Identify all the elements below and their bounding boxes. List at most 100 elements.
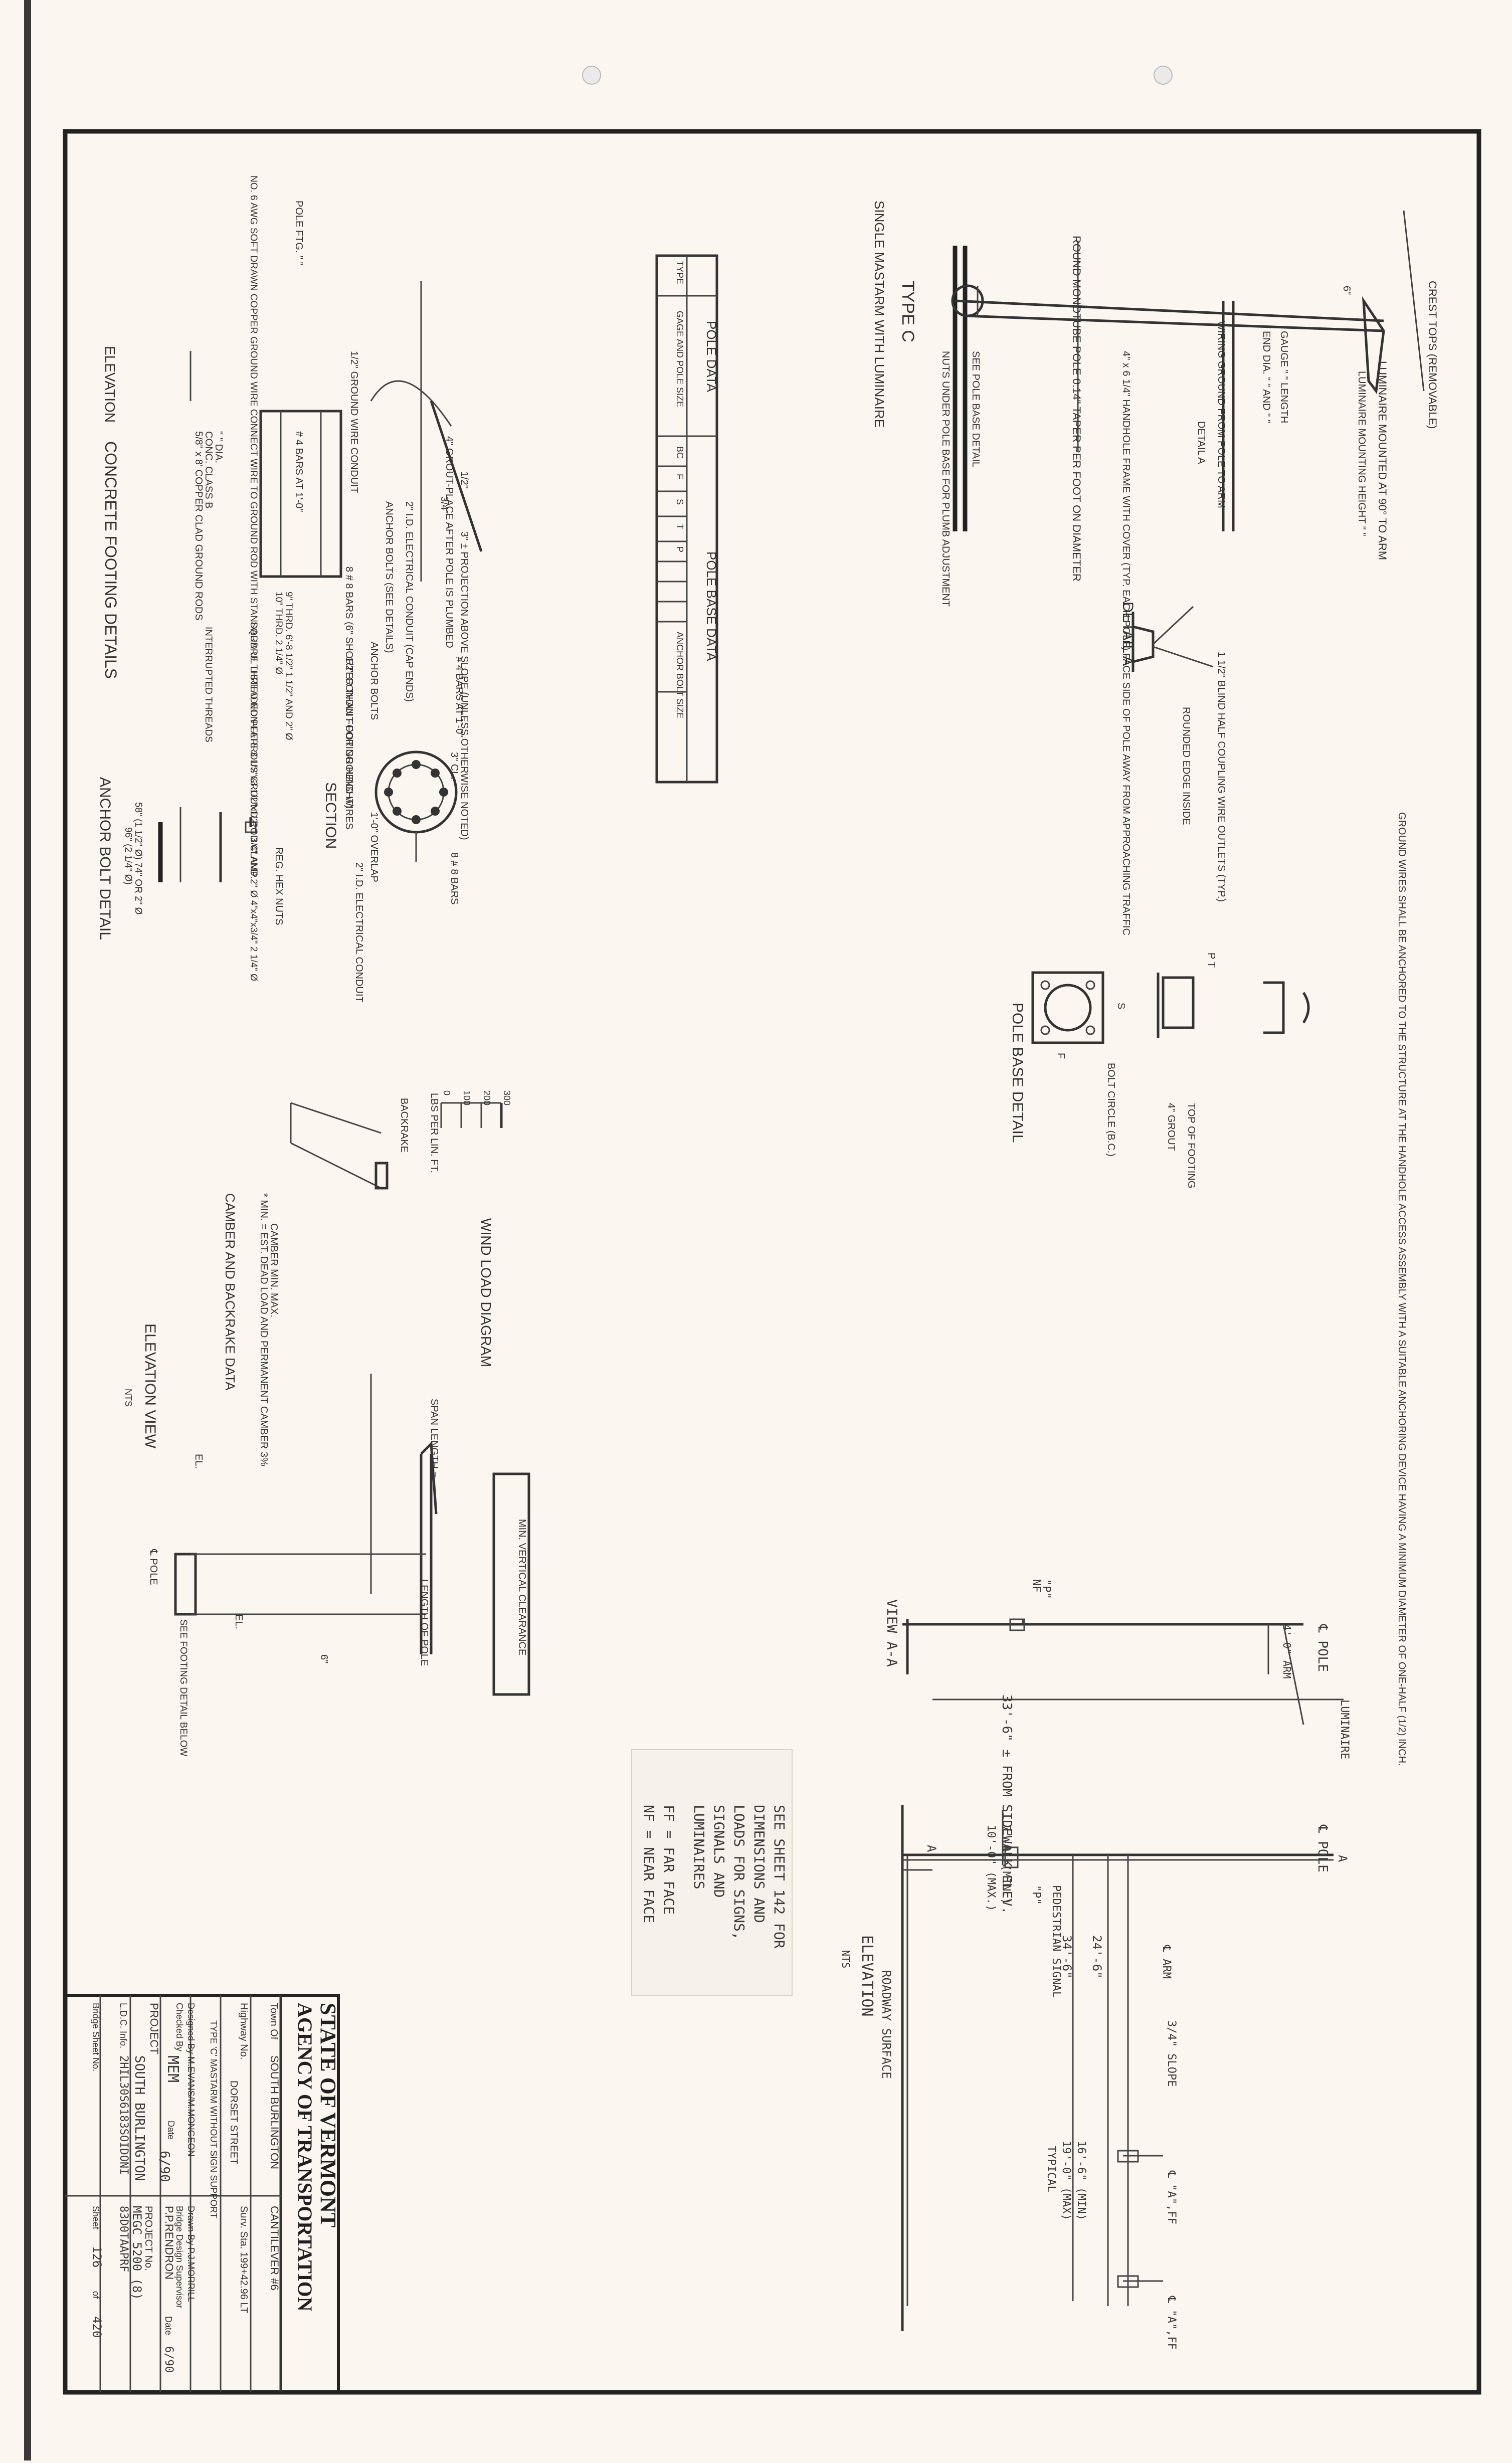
section-marker-a-left: A <box>924 1845 938 1852</box>
span-min: 16'-6" (MIN) <box>1075 2141 1087 2220</box>
designed-by: Designed By M.EVANS/M.MONGEON <box>186 2003 196 2157</box>
col-f: F <box>675 474 685 479</box>
type-c-subtitle: SINGLE MASTARM WITH LUMINAIRE <box>872 201 887 428</box>
height-34: 34'-6" <box>1060 1935 1074 1979</box>
footing-elevation-drawing <box>190 281 483 582</box>
elevation-nts-title: ELEVATION <box>858 1935 876 2017</box>
gauge-label: GAUGE " " LENGTH <box>1278 331 1289 423</box>
wind-tick-200: 200 <box>482 1090 492 1105</box>
camber-label: CAMBER MIN. MAX. <box>268 1223 279 1317</box>
view-aa-arm: 4'-0" ARM <box>1281 1624 1293 1678</box>
cantilever-value: CANTILEVER #6 <box>268 2206 281 2291</box>
checked-initials: MEM <box>164 2055 181 2082</box>
sheet-no: 126 <box>90 2246 104 2267</box>
handhole-label: 4" x 6 1/4" HANDHOLE FRAME WITH COVER (T… <box>1120 351 1131 935</box>
camber-note: * MIN. = EST. DEAD LOAD AND PERMANENT CA… <box>258 1193 269 1466</box>
pole-data-title: POLE DATA <box>704 321 719 393</box>
detail-a-ref: DETAIL A <box>1196 421 1207 464</box>
elevation-nts-nts: NTS <box>840 1950 852 1968</box>
checked-by-label: Checked By <box>174 2003 184 2051</box>
note-card <box>631 1749 793 1996</box>
ldc-label: L.D.C. Info. <box>118 2003 128 2048</box>
note-line-4: SIGNALS AND <box>711 1805 727 1898</box>
col-p: P <box>675 546 685 552</box>
col-bc: BC <box>675 446 685 459</box>
bars-label: # 4 BARS AT 1'-0" <box>293 431 304 512</box>
three-quarter-label: 3/4" <box>439 496 450 514</box>
supervisor: P.P.RENDRON <box>163 2206 175 2280</box>
footing-title: CONCRETE FOOTING DETAILS <box>102 441 120 679</box>
wiring-label: WIRING GROUND FROM POLE TO ARM <box>1216 321 1227 508</box>
project-no: MEGC 5200 (8) <box>130 2206 144 2300</box>
elec-conduit-label: 2" I.D. ELECTRICAL CONDUIT (CAP ENDS) <box>404 501 415 702</box>
note-line-7: FF = FAR FACE <box>661 1805 677 1915</box>
b8-bars-label: 8 # 8 BARS (6" SHORTER THAN FOOTING HEIG… <box>343 566 354 808</box>
slope-label: 3/4" SLOPE <box>1165 2020 1178 2087</box>
length-of-pole-label: LENGTH OF POLE <box>419 1579 430 1666</box>
projection-label: 3" ± PROJECTION ABOVE SLOPE (UNLESS OTHE… <box>459 531 470 840</box>
backrake-label: BACKRAKE <box>399 1098 410 1153</box>
section-marker-a-right: A <box>1336 1855 1350 1862</box>
clearance-box <box>492 1472 530 1696</box>
title-block <box>64 1994 340 2394</box>
col-type: TYPE <box>675 261 685 284</box>
ground-conduit-label: 1/2" GROUND WIRE CONDUIT <box>348 351 359 493</box>
elevation-nts-pole: ℄ POLE <box>1315 1824 1330 1872</box>
aff-label-1: ℄ "A",FF <box>1165 2170 1178 2224</box>
elevation-nts-max: 10'-0" (MAX.) <box>985 1825 997 1911</box>
col-s: S <box>675 499 685 505</box>
project-label: PROJECT <box>148 2003 160 2054</box>
luminaire-mounted-label: LUMINAIRE MOUNTED AT 90° TO ARM <box>1376 361 1389 560</box>
anchor-bolt-drawing <box>158 807 257 882</box>
square-plate-label: SQUARE THREADED PLATE 3 1/2"x3 1/2"x1/2"… <box>248 622 259 981</box>
pole-base-drawing <box>1031 971 1310 1044</box>
el-label-left: EL. <box>193 1454 204 1469</box>
roadway-label: ROADWAY SURFACE <box>879 1970 893 2079</box>
s-label: S <box>1115 1003 1126 1009</box>
view-aa-title: VIEW A-A <box>884 1599 900 1667</box>
date-checked: 6/90 <box>157 2151 172 2182</box>
anchor-bolts-label: ANCHOR BOLTS (SEE DETAILS) <box>384 501 395 653</box>
pole-base-data-title: POLE BASE DATA <box>704 551 719 661</box>
clearance-label: MIN. VERTICAL CLEARANCE <box>516 1519 527 1655</box>
wind-tick-300: 300 <box>502 1090 512 1105</box>
hex-nuts-label: REG. HEX NUTS <box>273 847 284 925</box>
town-value: SOUTH BURLINGTON <box>268 2055 281 2169</box>
punch-hole <box>582 66 601 85</box>
description-value: TYPE 'C' MASTARM WITHOUT SIGN SUPPORT <box>209 2020 219 2218</box>
elevation-view-drawing <box>174 1374 530 1696</box>
section-cl-label: 3" CL. <box>449 752 460 780</box>
title-agency: AGENCY OF TRANSPORTATION <box>294 2003 316 2312</box>
sheet-label: Sheet <box>91 2206 101 2229</box>
section-overlap-label: 1'-0" OVERLAP <box>368 812 380 882</box>
coupling-label: 1 1/2" BLIND HALF COUPLING WIRE OUTLETS … <box>1216 652 1227 902</box>
ground-wire-anchor-note: GROUND WIRES SHALL BE ANCHORED TO THE ST… <box>1396 812 1407 1766</box>
camber-title: CAMBER AND BACKRAKE DATA <box>223 1193 238 1391</box>
col-anchor: ANCHOR BOLT SIZE <box>675 632 685 718</box>
note-line-2: DIMENSIONS AND <box>751 1805 768 1923</box>
f-label: F <box>1055 1053 1066 1059</box>
section-drawing <box>374 750 458 862</box>
section-bars8-label: 8 # 8 BARS <box>449 852 460 905</box>
detail-a-title: DETAIL A <box>1119 602 1136 666</box>
span-length-label: SPAN LENGTH = <box>429 1399 440 1477</box>
top-footing-label: TOP OF FOOTING <box>1186 1103 1197 1188</box>
ground-wire-note: NO. 6 AWG SOFT DRAWN COPPER GROUND WIRE … <box>248 175 259 879</box>
view-aa-p: "P" <box>1040 1579 1052 1599</box>
title-state: STATE OF VERMONT <box>316 2003 340 2227</box>
elevation-view-nts: NTS <box>123 1389 133 1407</box>
drawing-border <box>63 129 1481 2395</box>
end-dia-label: END DIA. " " AND " " <box>1261 331 1272 423</box>
wind-tick-100: 100 <box>462 1090 472 1105</box>
type-c-view <box>951 210 1425 531</box>
note-line-8: NF = NEAR FACE <box>641 1805 657 1923</box>
sheet-of: of <box>91 2291 101 2299</box>
detail-a-drawing <box>1131 606 1214 672</box>
grout-label: 4" GROUT-PLACE AFTER POLE IS PLUMBED <box>444 436 455 648</box>
pt-label: P T <box>1206 953 1217 968</box>
span-max: 19'-0" (MAX) <box>1060 2141 1072 2220</box>
col-gage: GAGE AND POLE SIZE <box>675 311 685 407</box>
interrupted-label: INTERRUPTED THREADS <box>203 627 214 742</box>
